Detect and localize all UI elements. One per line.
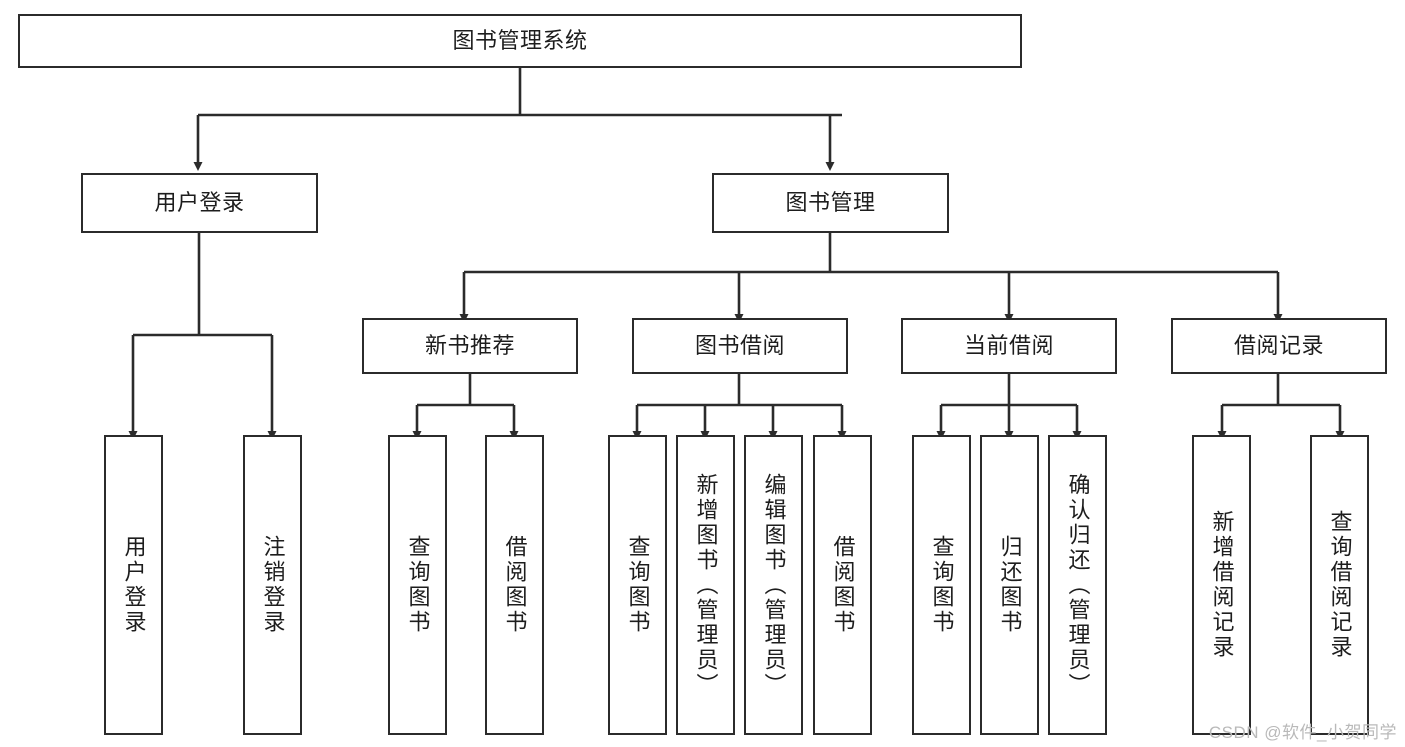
- node-user-login-label: 用户登录: [154, 190, 245, 216]
- leaf-current-return-book-label: 归还图书: [997, 535, 1023, 635]
- leaf-newbook-query-book-label: 查询图书: [405, 535, 431, 635]
- leaf-record-add-record-label: 新增借阅记录: [1209, 510, 1235, 660]
- leaf-current-return-book[interactable]: 归还图书: [980, 435, 1039, 735]
- node-borrow-record[interactable]: 借阅记录: [1171, 318, 1387, 374]
- leaf-user-login-label: 用户登录: [121, 535, 147, 635]
- leaf-logout[interactable]: 注销登录: [243, 435, 302, 735]
- leaf-current-confirm-return-admin-label: 确认归还（管理员）: [1065, 472, 1091, 698]
- node-book-borrow-label: 图书借阅: [694, 333, 785, 359]
- node-book-management-label: 图书管理: [785, 190, 876, 216]
- leaf-record-add-record[interactable]: 新增借阅记录: [1192, 435, 1251, 735]
- leaf-current-query-book-label: 查询图书: [929, 535, 955, 635]
- leaf-borrow-add-book-admin-label: 新增图书（管理员）: [693, 472, 719, 698]
- node-book-management[interactable]: 图书管理: [712, 173, 949, 233]
- leaf-newbook-borrow-book-label: 借阅图书: [502, 535, 528, 635]
- node-new-book-recommend[interactable]: 新书推荐: [362, 318, 578, 374]
- node-current-borrow[interactable]: 当前借阅: [901, 318, 1117, 374]
- node-user-login[interactable]: 用户登录: [81, 173, 318, 233]
- node-new-book-recommend-label: 新书推荐: [424, 333, 515, 359]
- csdn-watermark: CSDN @软件_小贺同学: [1208, 723, 1397, 742]
- node-root-system-label: 图书管理系统: [452, 28, 588, 54]
- node-current-borrow-label: 当前借阅: [963, 333, 1054, 359]
- leaf-borrow-borrow-book[interactable]: 借阅图书: [813, 435, 872, 735]
- leaf-borrow-borrow-book-label: 借阅图书: [830, 535, 856, 635]
- leaf-record-query-record-label: 查询借阅记录: [1327, 510, 1353, 660]
- node-book-borrow[interactable]: 图书借阅: [632, 318, 848, 374]
- node-root-system[interactable]: 图书管理系统: [18, 14, 1022, 68]
- leaf-current-query-book[interactable]: 查询图书: [912, 435, 971, 735]
- leaf-borrow-query-book[interactable]: 查询图书: [608, 435, 667, 735]
- leaf-borrow-edit-book-admin[interactable]: 编辑图书（管理员）: [744, 435, 803, 735]
- leaf-borrow-edit-book-admin-label: 编辑图书（管理员）: [761, 472, 787, 698]
- leaf-newbook-query-book[interactable]: 查询图书: [388, 435, 447, 735]
- leaf-record-query-record[interactable]: 查询借阅记录: [1310, 435, 1369, 735]
- leaf-user-login[interactable]: 用户登录: [104, 435, 163, 735]
- leaf-borrow-add-book-admin[interactable]: 新增图书（管理员）: [676, 435, 735, 735]
- node-borrow-record-label: 借阅记录: [1233, 333, 1324, 359]
- leaf-newbook-borrow-book[interactable]: 借阅图书: [485, 435, 544, 735]
- leaf-borrow-query-book-label: 查询图书: [625, 535, 651, 635]
- leaf-logout-label: 注销登录: [260, 535, 286, 635]
- leaf-current-confirm-return-admin[interactable]: 确认归还（管理员）: [1048, 435, 1107, 735]
